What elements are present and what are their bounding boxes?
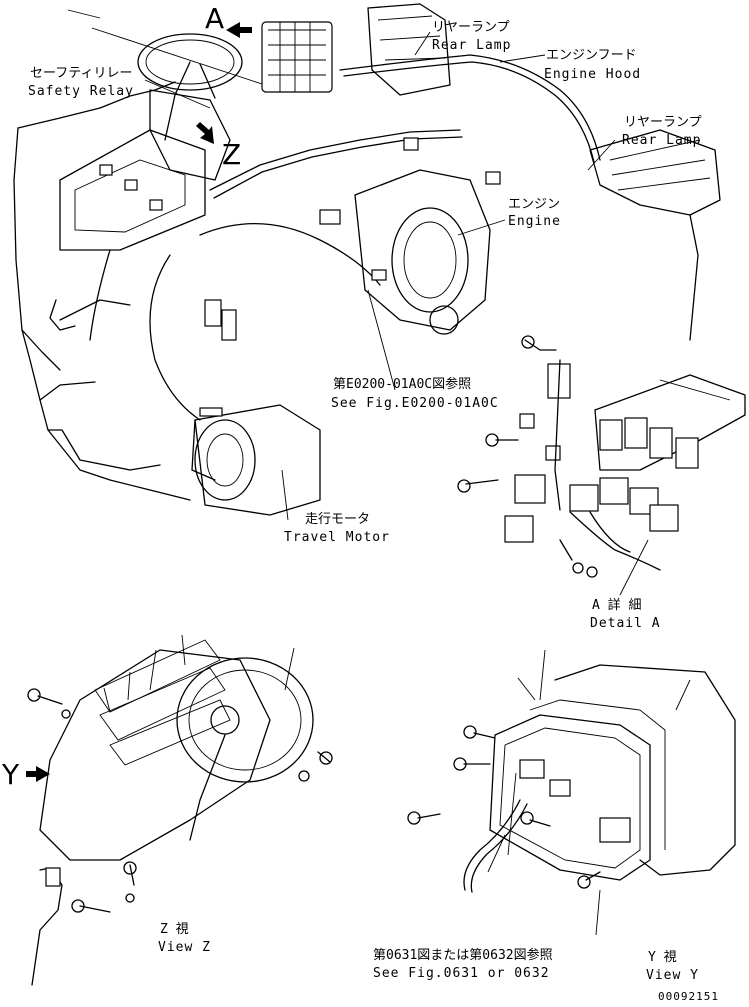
- rear-lamp-top-jp-label: リヤーランプ: [432, 20, 510, 35]
- fig-ref-0631-en-label: See Fig.0631 or 0632: [373, 966, 550, 981]
- drawing-number: 00092151: [658, 990, 719, 1003]
- view-z-jp-label: Z 視: [160, 922, 189, 937]
- detail-a-en-label: Detail A: [590, 616, 661, 631]
- rear-lamp-top-en-label: Rear Lamp: [432, 38, 512, 53]
- fig-ref-0631-jp-label: 第0631図または第0632図参照: [373, 948, 553, 963]
- callout-a: A: [205, 2, 225, 35]
- view-z-en-label: View Z: [158, 940, 211, 955]
- callout-y: Y: [2, 758, 20, 791]
- safety-relay-jp-label: セーフティリレー: [30, 66, 133, 81]
- safety-relay-en-label: Safety Relay: [28, 84, 134, 99]
- callout-z: Z: [222, 138, 242, 171]
- rear-lamp-right-jp-label: リヤーランプ: [624, 115, 702, 130]
- engine-jp-label: エンジン: [508, 197, 561, 212]
- fig-ref-e0200-en-label: See Fig.E0200-01A0C: [331, 396, 499, 411]
- view-y-assembly: [407, 664, 736, 893]
- view-y-en-label: View Y: [646, 968, 699, 983]
- view-y-jp-label: Y 視: [648, 950, 677, 965]
- travel-motor-jp-label: 走行モータ: [305, 512, 371, 527]
- engine-hood-jp-label: エンジンフード: [546, 48, 637, 63]
- engine-en-label: Engine: [508, 214, 561, 229]
- rear-lamp-right-en-label: Rear Lamp: [622, 133, 702, 148]
- leader-lines: [67, 9, 691, 936]
- hatched-arrow-icon-y: [26, 766, 50, 782]
- travel-motor-en-label: Travel Motor: [284, 530, 390, 545]
- fig-ref-e0200-jp-label: 第E0200-01A0C図参照: [333, 377, 472, 392]
- detail-a-relay-bracket: [457, 335, 746, 578]
- hatched-arrow-icon-z: [196, 122, 214, 144]
- detail-a-jp-label: A 詳 細: [592, 598, 642, 613]
- view-z-assembly: [27, 639, 333, 986]
- engine-hood-en-label: Engine Hood: [544, 67, 642, 82]
- main-assembly: [13, 3, 721, 516]
- hatched-arrow-icon-a: [226, 22, 252, 38]
